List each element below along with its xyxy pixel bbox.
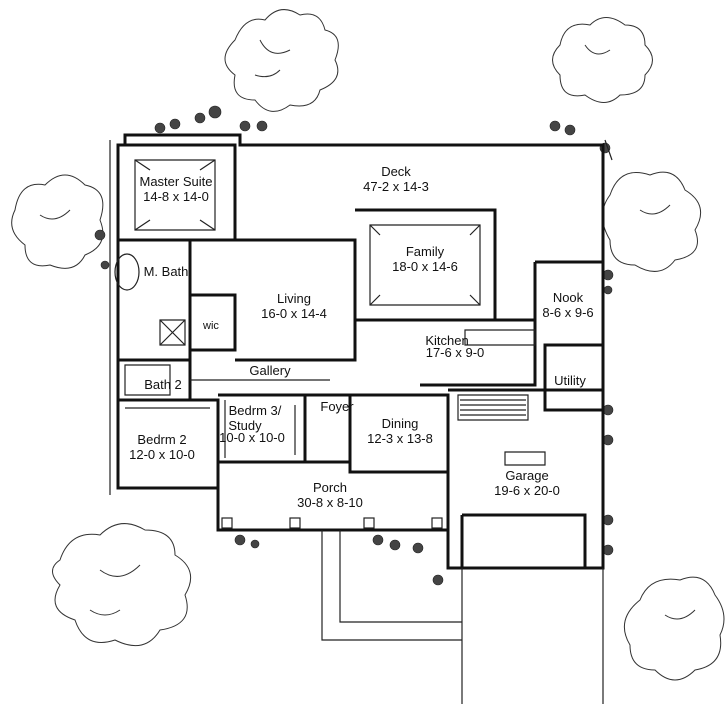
deck-label: Deck [381, 164, 411, 179]
bedrm2-label: Bedrm 2 [137, 432, 186, 447]
tree-left [11, 174, 104, 269]
garage-label: Garage [505, 468, 548, 483]
dining-label: Dining [382, 416, 419, 431]
tree-bottom-left [52, 523, 192, 647]
foyer-label: Foyer [320, 399, 354, 414]
nook-label: Nook [553, 290, 584, 305]
dining-dim: 12-3 x 13-8 [367, 431, 433, 446]
bedrm2-dim: 12-0 x 10-0 [129, 447, 195, 462]
deck-dim: 47-2 x 14-3 [363, 179, 429, 194]
porch-dim: 30-8 x 8-10 [297, 495, 363, 510]
kitchen-dim: 17-6 x 9-0 [426, 345, 485, 360]
master-suite-dim: 14-8 x 14-0 [143, 189, 209, 204]
tree-top-right [552, 17, 653, 103]
nook-dim: 8-6 x 9-6 [542, 305, 593, 320]
utility-label: Utility [554, 373, 586, 388]
gallery-label: Gallery [249, 363, 291, 378]
porch [216, 462, 450, 532]
bedrm3-label-2: Study [228, 418, 262, 433]
tree-top-center [224, 9, 339, 112]
porch-label: Porch [313, 480, 347, 495]
master-suite-label: Master Suite [140, 174, 213, 189]
interior-walls [114, 143, 605, 568]
walkway [321, 530, 604, 704]
tree-right [602, 171, 702, 272]
living-dim: 16-0 x 14-4 [261, 306, 327, 321]
bedrm3-dim: 10-0 x 10-0 [219, 430, 285, 445]
tree-bottom-right [623, 576, 725, 681]
bedrm3-label: Bedrm 3/ [229, 403, 282, 418]
family-label: Family [406, 244, 445, 259]
bath2-label: Bath 2 [144, 377, 182, 392]
wic-label: wic [202, 320, 219, 332]
living-label: Living [277, 291, 311, 306]
family-dim: 18-0 x 14-6 [392, 259, 458, 274]
room-labels: Deck 47-2 x 14-3 Master Suite 14-8 x 14-… [129, 164, 594, 510]
mbath-label: M. Bath [144, 264, 189, 279]
kitchen-label: Kitchen [425, 333, 468, 348]
garage-dim: 19-6 x 20-0 [494, 483, 560, 498]
